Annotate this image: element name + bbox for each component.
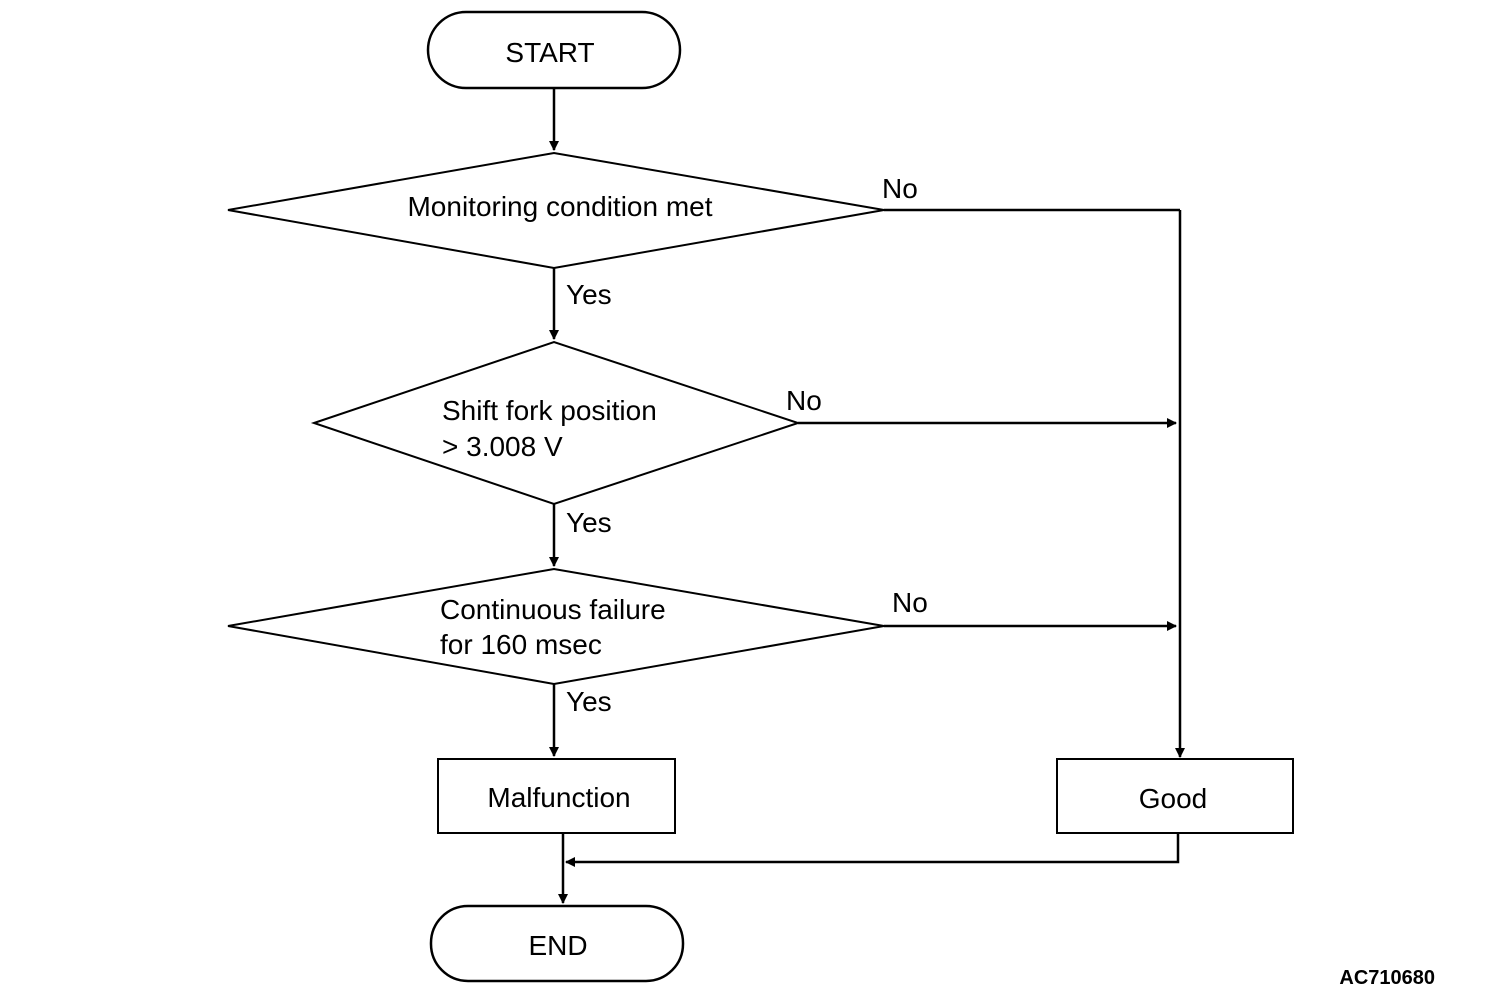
good-label: Good <box>1139 783 1208 814</box>
yes-label-1: Yes <box>566 279 612 310</box>
decision-continuous-line2: for 160 msec <box>440 629 602 660</box>
no-label-3: No <box>892 587 928 618</box>
decision-continuous-line1: Continuous failure <box>440 594 666 625</box>
decision-shift-fork-line1: Shift fork position <box>442 395 657 426</box>
malfunction-label: Malfunction <box>487 782 630 813</box>
yes-label-3: Yes <box>566 686 612 717</box>
connector-good-to-merge <box>565 833 1180 867</box>
malfunction-box <box>437 758 676 834</box>
figure-code: AC710680 <box>1339 967 1435 989</box>
good-box <box>1056 758 1294 834</box>
end-label: END <box>528 930 587 961</box>
decision-monitoring-text: Monitoring condition met <box>407 191 712 222</box>
end-terminal <box>429 904 685 983</box>
start-label: START <box>505 37 594 68</box>
decision-continuous-failure <box>227 567 885 686</box>
decision-shift-fork-line2: > 3.008 V <box>442 431 563 462</box>
no-label-1: No <box>882 173 918 204</box>
no-label-2: No <box>786 385 822 416</box>
yes-label-2: Yes <box>566 507 612 538</box>
